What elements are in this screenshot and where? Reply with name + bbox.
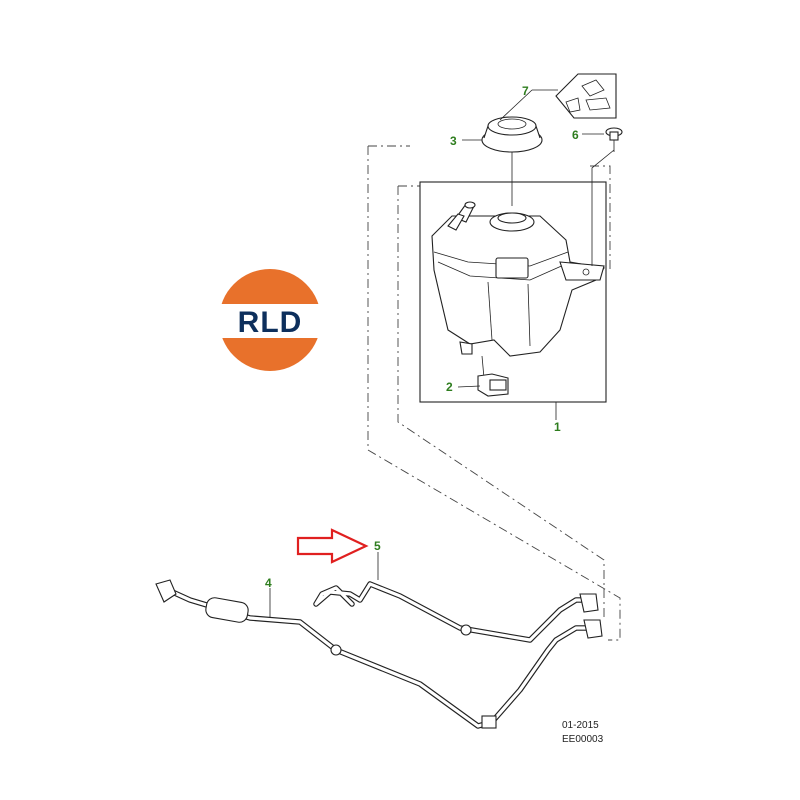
callout-3: 3: [450, 134, 457, 148]
level-sensor: [477, 355, 509, 397]
callout-2: 2: [446, 380, 453, 394]
callout-5: 5: [374, 539, 381, 553]
callout-6: 6: [572, 128, 579, 142]
logo-text: RLD: [238, 306, 303, 339]
leader-lines: [269, 89, 604, 622]
reservoir-cap: [481, 116, 543, 206]
mounting-bolt: [591, 127, 623, 266]
callout-1: 1: [554, 420, 561, 434]
footer-date: 01-2015: [562, 720, 599, 731]
arrow-right-icon: [296, 528, 369, 564]
coolant-hose-4: [155, 579, 603, 729]
rld-logo: RLD: [219, 269, 321, 371]
coolant-hose-5: [313, 581, 599, 643]
coolant-reservoir: [431, 201, 605, 357]
reservoir-box: [419, 181, 607, 403]
warning-label: [555, 73, 617, 119]
callouts: 7 3 6 2 1 4 5: [265, 84, 579, 590]
callout-4: 4: [265, 576, 272, 590]
callout-7: 7: [522, 84, 529, 98]
footer-code: EE00003: [562, 734, 604, 745]
